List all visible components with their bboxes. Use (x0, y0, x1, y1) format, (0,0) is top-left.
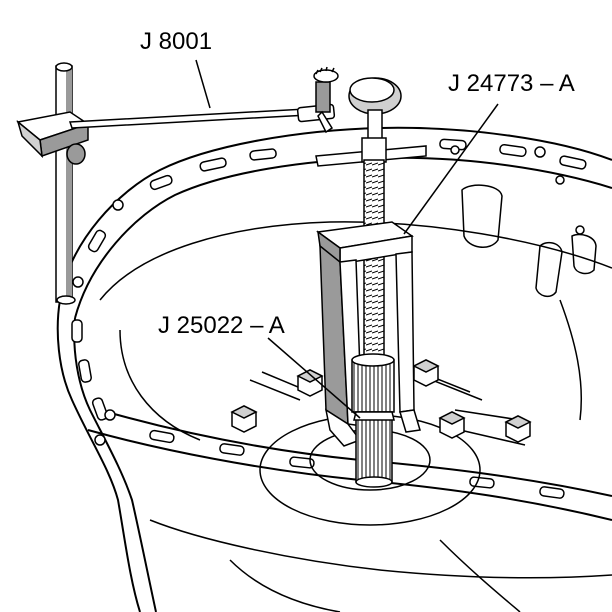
puller-neck (367, 109, 383, 141)
case-flange-inner-left (73, 317, 157, 612)
case-lower-rib-2 (439, 539, 521, 612)
indicator-arm (68, 107, 328, 129)
leader-j25022 (267, 337, 361, 419)
shaft-adapter (351, 353, 395, 488)
puller-tool (315, 77, 427, 447)
case-flange-inner-top (74, 156, 612, 319)
indicator-body (315, 81, 331, 113)
case-lower-rib (229, 559, 341, 612)
case-inner-wall-right (559, 299, 583, 421)
hex-bolt (438, 411, 466, 439)
case-inner-wall (119, 329, 201, 441)
label-j24773-a: J 24773 – A (448, 70, 575, 97)
case-bore-edge (99, 221, 612, 301)
leader-j8001 (195, 59, 211, 109)
leader-lines (195, 59, 499, 419)
dial-indicator-fixture (16, 62, 339, 305)
case-lower-body (149, 519, 612, 579)
adapter-collar (351, 359, 395, 413)
flange-slots (71, 138, 587, 499)
hex-bolt (412, 359, 440, 387)
flange-holes (72, 145, 585, 446)
case-flange-outer-top (59, 126, 612, 301)
output-shaft (355, 411, 393, 483)
puller-leg-right (395, 251, 415, 413)
clamp-knob (66, 143, 86, 165)
puller-foot-left (324, 408, 362, 447)
indicator-stylus (317, 110, 334, 134)
case-pockets (461, 184, 597, 298)
leader-j24773 (403, 103, 499, 235)
hex-bolts (230, 359, 532, 443)
post-top (55, 62, 73, 72)
case-flange-outer-left (56, 299, 141, 612)
label-j25022-a: J 25022 – A (158, 312, 285, 339)
hex-bolt (504, 415, 532, 443)
puller-foot-right (399, 409, 421, 433)
label-j8001: J 8001 (140, 28, 213, 55)
hex-bolt (230, 405, 258, 433)
